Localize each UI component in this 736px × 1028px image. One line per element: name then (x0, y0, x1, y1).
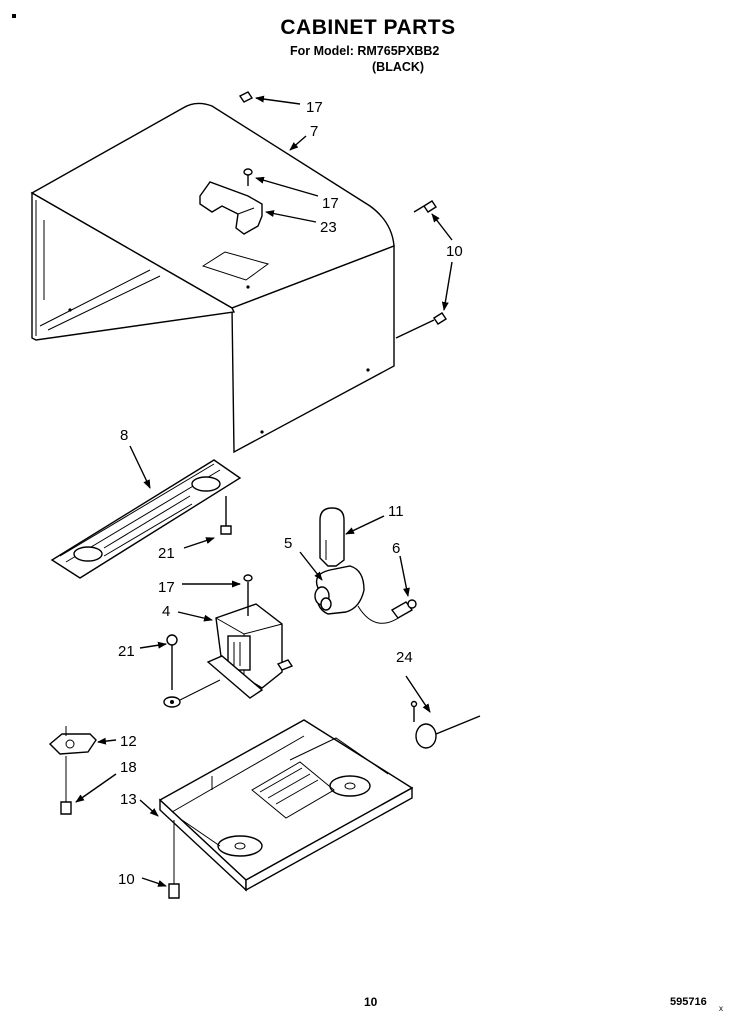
callout-18: 18 (120, 759, 137, 776)
model-line: For Model: RM765PXBB2 (290, 44, 440, 58)
screw-17-bracket (243, 168, 253, 186)
color-line: (BLACK) (372, 60, 425, 74)
cabinet-rail (50, 459, 242, 579)
callout-17: 17 (306, 99, 323, 116)
document-mark: x (719, 1004, 723, 1013)
callout-24: 24 (396, 649, 413, 666)
callout-4: 4 (162, 603, 170, 620)
corner-registration-mark (12, 14, 16, 18)
leader-arrows (75, 95, 453, 887)
screw-21-transformer (163, 634, 221, 708)
diagram-title: CABINET PARTS (280, 16, 456, 39)
high-voltage-transformer (206, 603, 294, 699)
callout-11: 11 (388, 503, 404, 520)
base-plate (158, 719, 414, 892)
screw-18 (60, 756, 72, 815)
document-number: 595716 (670, 996, 707, 1008)
callout-21: 21 (118, 643, 135, 660)
callout-8: 8 (120, 427, 128, 444)
high-voltage-diode (390, 599, 417, 619)
callout-12: 12 (120, 733, 137, 750)
callout-17: 17 (158, 579, 175, 596)
callout-10: 10 (118, 871, 135, 888)
capacitor-bracket (319, 507, 345, 567)
page-number: 10 (364, 995, 378, 1009)
high-voltage-capacitor (314, 565, 405, 624)
callout-17: 17 (322, 195, 339, 212)
screw-17-transformer (243, 574, 253, 616)
base-bracket (48, 726, 97, 755)
screw-10-lower (395, 312, 447, 339)
callout-6: 6 (392, 540, 400, 557)
callout-10: 10 (446, 243, 463, 260)
callout-labels: 17 7 17 23 10 8 11 5 6 21 17 4 21 24 12 … (118, 99, 463, 888)
callout-23: 23 (320, 219, 337, 236)
screw-10-upper (413, 200, 437, 213)
callout-5: 5 (284, 535, 292, 552)
thermal-cutout (410, 700, 481, 749)
callout-7: 7 (310, 123, 318, 140)
callout-21: 21 (158, 545, 175, 562)
screw-21-rail (220, 496, 232, 535)
screw-10-base (168, 820, 180, 899)
callout-13: 13 (120, 791, 137, 808)
screw-17-top (238, 91, 254, 103)
cabinet-wrapper (30, 102, 395, 454)
